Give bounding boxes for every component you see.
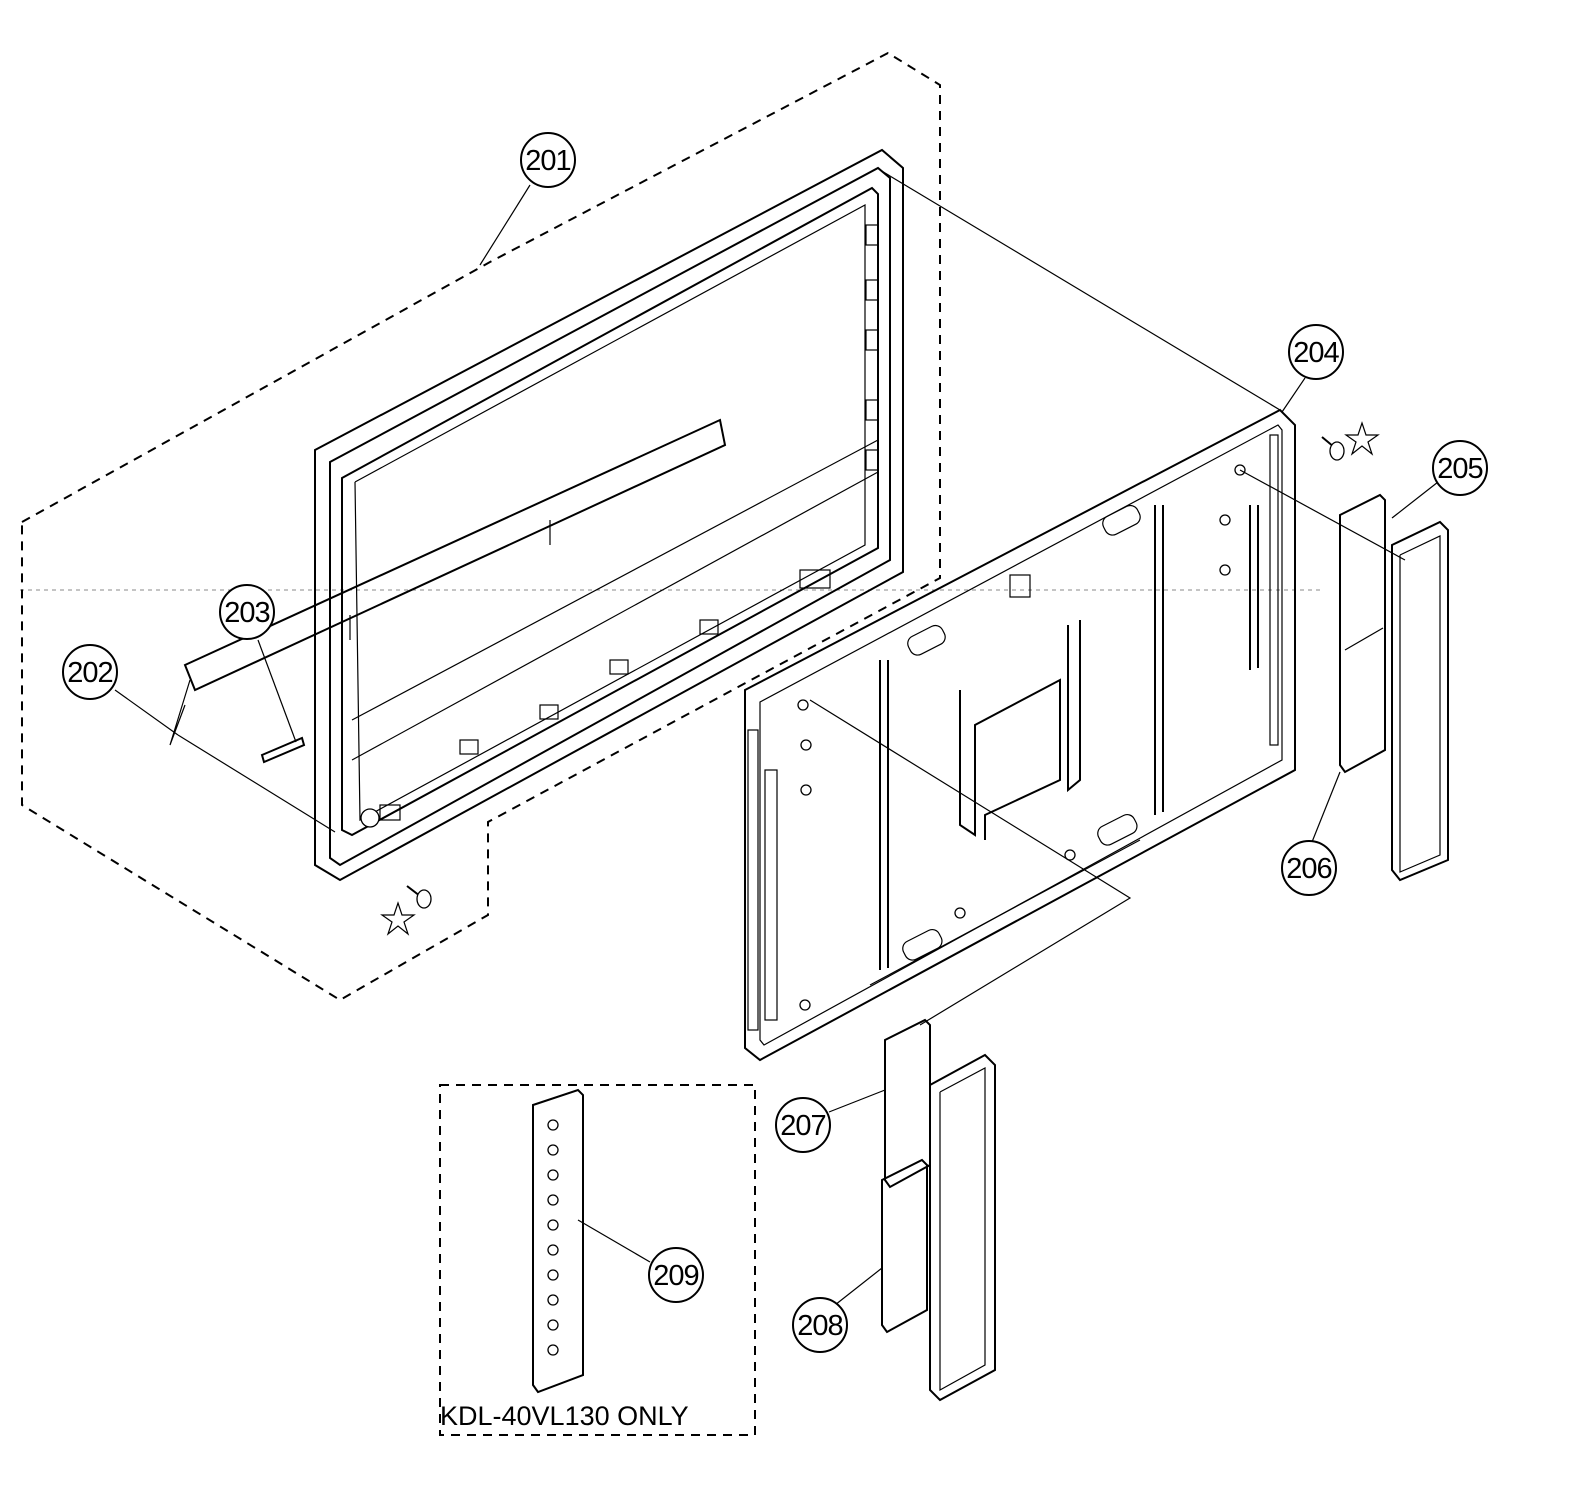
- right-board-206: [1339, 493, 1386, 774]
- small-pcb: [260, 736, 306, 764]
- svg-text:201: 201: [525, 145, 570, 177]
- leader-206: [1311, 771, 1341, 843]
- svg-text:202: 202: [67, 657, 112, 689]
- right-bracket-205: [1391, 520, 1449, 882]
- callout-206: 206: [1281, 840, 1337, 896]
- callout-207: 207: [775, 1097, 831, 1153]
- leader-201: [479, 184, 531, 266]
- leader-207: [828, 1089, 886, 1113]
- svg-text:207: 207: [780, 1110, 825, 1142]
- rear-chassis: [744, 408, 1296, 1062]
- svg-text:203: 203: [224, 597, 269, 629]
- leader-203: [257, 639, 297, 743]
- leader-205: [1391, 481, 1439, 519]
- callout-201: 201: [520, 132, 576, 188]
- leader-209: [577, 1219, 651, 1263]
- guide-line-left: [177, 734, 336, 833]
- callout-209: 209: [648, 1247, 704, 1303]
- svg-text:205: 205: [1437, 453, 1482, 485]
- guide-line-bottom: [809, 699, 1132, 1026]
- callout-208: 208: [792, 1297, 848, 1353]
- callout-205: 205: [1432, 440, 1488, 496]
- screw-right: [1321, 436, 1345, 461]
- leader-204: [1281, 377, 1306, 413]
- guide-line-top: [879, 169, 1281, 411]
- pcb-209: [532, 1088, 584, 1394]
- callout-203: 203: [219, 584, 275, 640]
- model-note: KDL-40VL130 ONLY: [440, 1401, 689, 1431]
- star-mark-left-icon: [380, 901, 416, 936]
- leader-202: [114, 689, 179, 736]
- model-specific-boundary: [439, 1084, 756, 1436]
- svg-text:206: 206: [1286, 853, 1331, 885]
- lower-board-207: [884, 1018, 931, 1189]
- guide-line-right: [1239, 469, 1406, 561]
- svg-text:204: 204: [1293, 337, 1339, 369]
- callout-202: 202: [62, 644, 118, 700]
- svg-text:208: 208: [797, 1310, 842, 1342]
- star-mark-right-icon: [1344, 421, 1380, 456]
- lower-board-208: [881, 1158, 928, 1334]
- front-bezel: [314, 148, 904, 882]
- screw-left: [406, 885, 432, 909]
- leader-208: [834, 1267, 883, 1306]
- bezel-assembly-boundary: [21, 51, 941, 1002]
- svg-text:209: 209: [653, 1260, 698, 1292]
- side-bracket: [169, 418, 727, 746]
- callout-204: 204: [1288, 324, 1344, 380]
- lower-bracket: [929, 1053, 996, 1402]
